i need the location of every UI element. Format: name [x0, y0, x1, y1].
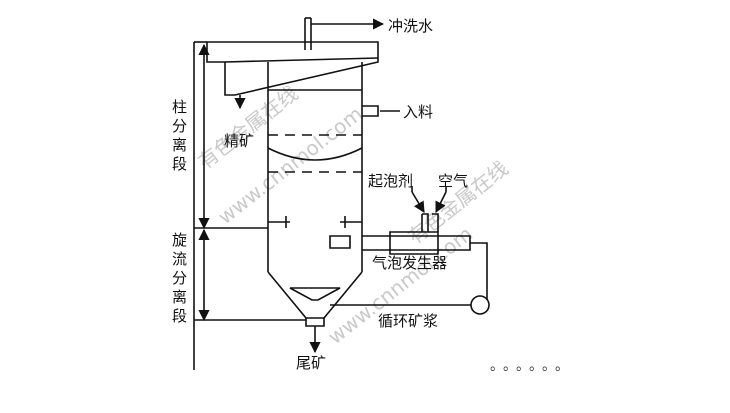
cyclone-cone	[267, 271, 363, 319]
footer-dots: 。。。。。。	[490, 358, 575, 374]
underflow-outlet	[305, 317, 325, 327]
air-label: 空气	[438, 172, 468, 190]
column-section-char: 离	[172, 136, 187, 154]
column-wall	[267, 62, 363, 272]
bubble-generator-label: 气泡发生器	[372, 254, 447, 272]
watermark: 有色金属在线 www.cnnmol.com 有色金属在线 www.cnnmol.…	[193, 81, 512, 349]
right-baffle	[340, 216, 362, 228]
cyclone-section-char: 旋	[172, 231, 187, 249]
frother-label: 起泡剂	[368, 172, 413, 190]
vortex-finder	[289, 287, 341, 301]
circulating-slurry-label: 循环矿浆	[378, 312, 438, 330]
cyclone-section-char: 离	[172, 288, 187, 306]
reagent-ports	[422, 213, 439, 232]
feed-inlet	[362, 105, 379, 117]
air-arrow	[435, 191, 447, 214]
column-section-char: 段	[172, 155, 187, 173]
frother-arrow	[411, 191, 425, 213]
cyclone-section-char: 流	[172, 250, 187, 268]
cyclone-section-label: 旋 流 分 离 段	[172, 231, 187, 325]
concentrate-label: 精矿	[224, 132, 254, 150]
cyclone-section-char: 分	[172, 269, 187, 287]
tailings-label: 尾矿	[296, 354, 326, 372]
wash-water-label: 冲洗水	[388, 17, 433, 35]
recirculation-riser	[470, 242, 488, 296]
column-section-char: 分	[172, 117, 187, 135]
column-section-char: 柱	[172, 98, 187, 116]
tangential-inlet	[329, 235, 351, 249]
launder-inner-line	[224, 57, 379, 63]
left-baffle	[268, 216, 290, 228]
column-section-label: 柱 分 离 段	[172, 98, 187, 173]
froth-surface-curve	[267, 147, 363, 161]
concentrate-launder	[206, 41, 379, 96]
reagent-leaders	[411, 186, 447, 192]
feed-label: 入料	[403, 103, 433, 121]
wash-water-pipe	[304, 18, 312, 50]
cyclone-section-char: 段	[172, 307, 187, 325]
